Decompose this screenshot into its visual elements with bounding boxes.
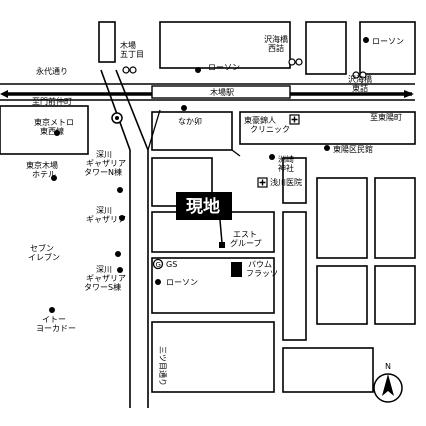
poi-dot-icon xyxy=(363,37,369,43)
traffic-signal-icon xyxy=(129,66,137,74)
poi-dot-icon xyxy=(117,187,123,193)
traffic-signal-icon xyxy=(352,71,360,79)
city-blocks xyxy=(0,21,416,393)
block xyxy=(374,265,416,325)
gas-station-glyph: G xyxy=(156,261,161,269)
hospital-icons xyxy=(257,114,300,188)
traffic-signal-icon xyxy=(288,58,296,66)
label-kiba-5: 木場 五丁目 xyxy=(120,40,144,59)
label-gs: GS xyxy=(166,260,177,269)
label-lawson-bottom: ローソン xyxy=(166,278,198,287)
poi-dot-icon xyxy=(115,251,121,257)
label-lawson-right: ローソン xyxy=(372,37,404,46)
label-lawson-top: ローソン xyxy=(208,63,240,72)
label-suzaki-shrine: 洲崎 神社 xyxy=(278,154,297,173)
poi-dot-icon xyxy=(269,154,275,160)
north-label: N xyxy=(385,362,391,371)
label-mitsume-dori: 三ツ目通り xyxy=(158,346,168,386)
traffic-signal-icon xyxy=(122,66,130,74)
label-est-group: エスト グループ xyxy=(230,230,262,248)
label-shitoyocho: 至東陽町 xyxy=(370,112,402,122)
block xyxy=(282,211,307,341)
label-eitai-dori: 永代通り xyxy=(36,66,68,76)
side-road xyxy=(231,149,241,157)
kiba-station-box xyxy=(151,85,291,99)
current-location-pointer xyxy=(219,219,223,244)
poi-dot-icon xyxy=(51,175,57,181)
label-nakau: なか卯 xyxy=(178,117,202,126)
current-location-label: 現地 xyxy=(186,196,220,217)
poi-dot-icon xyxy=(117,267,123,273)
mitsume-dori-left-edge xyxy=(100,69,131,408)
block xyxy=(305,21,347,75)
block xyxy=(0,105,89,155)
traffic-signal-group xyxy=(122,58,367,79)
label-galleria: 深川 ギャザリア xyxy=(86,206,126,224)
arrow-right-icon xyxy=(404,90,414,98)
poi-dot-icon xyxy=(155,279,161,285)
poi-dot-icon xyxy=(195,67,201,73)
poi-dot-icon xyxy=(54,130,60,136)
label-asakawa-clinic: 浅川医院 xyxy=(270,177,302,187)
label-galleria-n: 深川 ギャザリア タワーN棟 xyxy=(84,150,129,177)
block xyxy=(374,177,416,259)
gas-station-icon xyxy=(152,258,164,270)
arrow-left-icon xyxy=(0,90,8,98)
poi-dot-icon xyxy=(181,105,187,111)
label-baum-flats: バウム フラッツ xyxy=(246,260,278,278)
hospital-cross xyxy=(259,179,266,186)
poi-dot-icon xyxy=(119,215,125,221)
block xyxy=(159,21,291,69)
hospital-cross xyxy=(291,116,298,123)
metro-icon-center xyxy=(115,116,119,120)
label-ito-yokado: イトー ヨーカドー xyxy=(36,315,76,333)
label-toyo-ward-office: 東陽区民館 xyxy=(333,144,373,154)
label-galleria-s: 深川 ギャザリア タワーS棟 xyxy=(84,265,129,292)
block xyxy=(316,265,368,325)
block xyxy=(282,347,374,393)
north-arrow-needle xyxy=(382,374,394,396)
side-road xyxy=(147,109,161,151)
building-icon xyxy=(231,262,242,277)
block xyxy=(239,111,416,145)
north-arrow-icon: N xyxy=(373,362,403,403)
block xyxy=(151,257,275,314)
poi-dots xyxy=(49,37,369,313)
label-tokyo-kiba-hotel: 東京木場 ホテル xyxy=(26,160,61,179)
block xyxy=(282,157,307,204)
label-okibashi-higashi: 沢海橋 東詰 xyxy=(348,74,375,93)
block xyxy=(151,111,233,151)
kiba-station-label: 木場駅 xyxy=(210,87,234,97)
block xyxy=(151,321,275,393)
poi-dot-icon xyxy=(324,145,330,151)
poi-dot-icon xyxy=(49,307,55,313)
traffic-signal-icon xyxy=(295,58,303,66)
current-location-marker-icon xyxy=(219,242,225,248)
label-seven-eleven: セブン イレブン xyxy=(28,243,60,262)
label-okibashi-nishi: 沢海橋 西詰 xyxy=(264,34,291,53)
label-shiomon-nakacho: 至門前仲町 xyxy=(32,96,72,106)
block xyxy=(359,21,416,75)
current-location-box xyxy=(176,192,232,220)
label-tokyo-metro: 東京メトロ 東西線 xyxy=(34,117,77,136)
label-toyo-clinic: 東豪錦人 クリニック xyxy=(244,115,290,134)
block xyxy=(316,177,368,259)
traffic-signal-icon xyxy=(359,71,367,79)
block xyxy=(98,21,116,63)
